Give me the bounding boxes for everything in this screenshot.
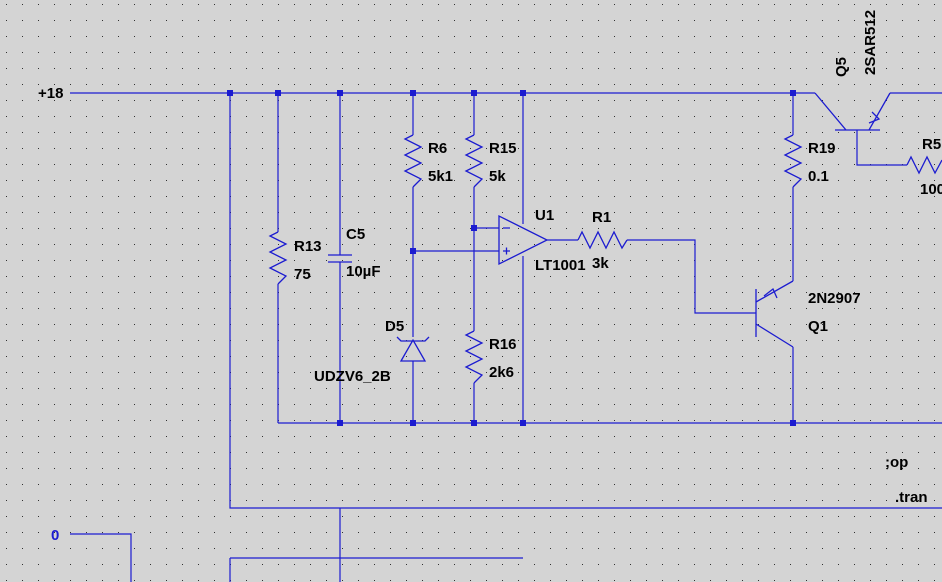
wires xyxy=(70,92,942,582)
resistor-r5[interactable] xyxy=(906,155,942,175)
r5-value: 100 xyxy=(920,181,942,198)
wire-ground[interactable] xyxy=(70,533,132,582)
net-label-ground[interactable]: 0 xyxy=(51,527,59,544)
transistor-q1[interactable] xyxy=(755,280,794,348)
c5-name: C5 xyxy=(346,226,365,243)
opamp-u1[interactable] xyxy=(498,214,549,266)
directive-op[interactable]: ;op xyxy=(885,454,908,471)
u1-value: LT1001 xyxy=(535,257,586,274)
resistor-r19[interactable] xyxy=(783,134,803,188)
resistor-r15[interactable] xyxy=(464,134,484,188)
resistor-r1[interactable] xyxy=(577,230,628,250)
r6-name: R6 xyxy=(428,140,447,157)
r16-name: R16 xyxy=(489,336,517,353)
r16-value: 2k6 xyxy=(489,364,514,381)
resistor-r6[interactable] xyxy=(403,134,423,188)
q1-name: Q1 xyxy=(808,318,828,335)
q5-name: Q5 xyxy=(833,57,850,77)
zener-diode-d5[interactable] xyxy=(396,336,430,362)
r15-value: 5k xyxy=(489,168,506,185)
u1-name: U1 xyxy=(535,207,554,224)
r19-name: R19 xyxy=(808,140,836,157)
q5-value: 2SAR512 xyxy=(862,10,879,75)
capacitor-c5[interactable] xyxy=(328,254,352,263)
r1-name: R1 xyxy=(592,209,611,226)
net-label-supply[interactable]: +18 xyxy=(38,85,63,102)
resistor-r16[interactable] xyxy=(464,330,484,384)
r1-value: 3k xyxy=(592,255,609,272)
directive-tran[interactable]: .tran xyxy=(895,489,928,506)
r13-name: R13 xyxy=(294,238,322,255)
r19-value: 0.1 xyxy=(808,168,829,185)
d5-name: D5 xyxy=(385,318,404,335)
wire-lower-rail[interactable] xyxy=(229,508,523,582)
r6-value: 5k1 xyxy=(428,168,453,185)
transistor-q5[interactable] xyxy=(814,92,891,131)
d5-value: UDZV6_2B xyxy=(314,368,391,385)
r5-name: R5 xyxy=(922,136,941,153)
q1-value: 2N2907 xyxy=(808,290,861,307)
wire-supply-down-left[interactable] xyxy=(229,93,942,509)
r15-name: R15 xyxy=(489,140,517,157)
wire-q5-collector[interactable] xyxy=(856,130,907,166)
c5-value: 10µF xyxy=(346,263,381,280)
junction-nodes xyxy=(227,90,796,426)
r13-value: 75 xyxy=(294,266,311,283)
resistor-r13[interactable] xyxy=(268,231,288,285)
wire-r1-to-q1[interactable] xyxy=(627,239,756,314)
